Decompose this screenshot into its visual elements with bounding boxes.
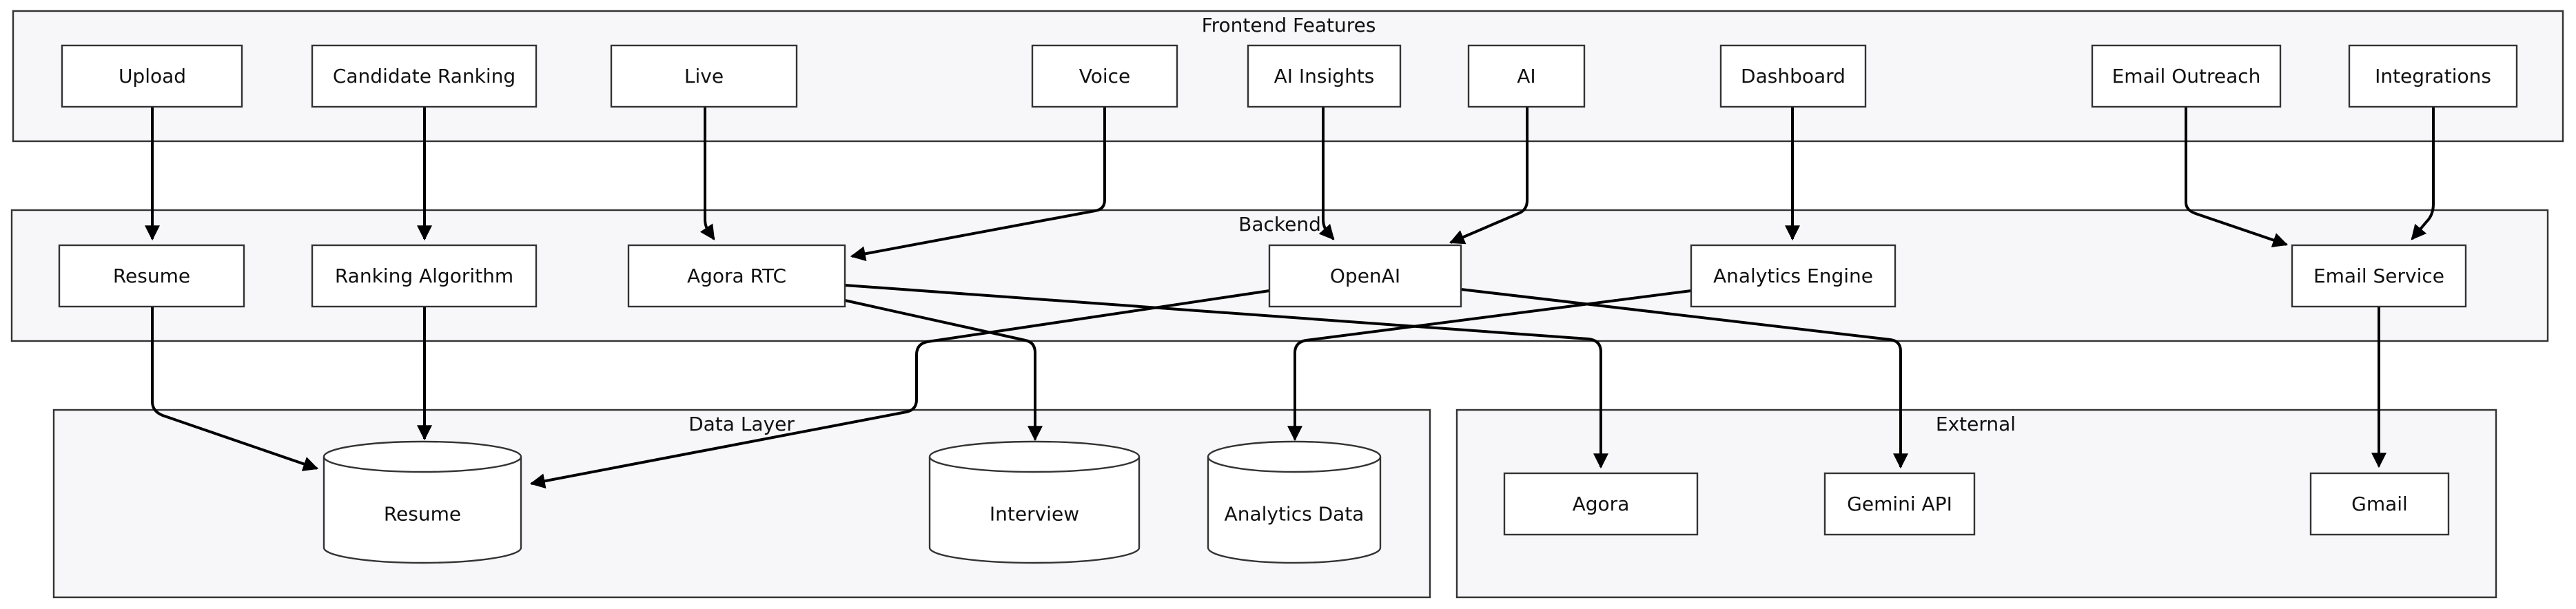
node-openai[interactable]: OpenAI — [1268, 244, 1462, 308]
node-candidate-ranking[interactable]: Candidate Ranking — [311, 44, 538, 108]
node-analytics-engine[interactable]: Analytics Engine — [1690, 244, 1897, 308]
external-title: External — [1936, 413, 2016, 435]
node-analytics-engine-label: Analytics Engine — [1713, 265, 1873, 287]
edge-analytics-engine-analytics-data — [1287, 289, 1692, 442]
node-upload[interactable]: Upload — [61, 44, 243, 108]
node-ai-label: AI — [1517, 65, 1535, 87]
node-backend-resume-label: Resume — [113, 265, 190, 287]
node-agora-box — [1503, 472, 1699, 536]
edge-openai-resume-db — [529, 289, 1270, 489]
db-analytics-data-label: Analytics Data — [1225, 503, 1364, 526]
db-resume[interactable]: Resume — [323, 440, 522, 564]
edge-email-outreach-email-service — [2185, 107, 2289, 248]
db-interview-label: Interview — [990, 503, 1079, 526]
edge-live-agora-rtc — [699, 107, 715, 240]
db-resume-label: Resume — [384, 503, 461, 526]
node-email-service-label: Email Service — [2313, 265, 2444, 287]
edge-ai-openai — [1449, 107, 1529, 245]
node-gmail-box — [2309, 472, 2450, 536]
node-gemini-api-box — [1823, 472, 1976, 536]
node-agora-label: Agora — [1573, 493, 1630, 515]
node-integrations-label: Integrations — [2375, 65, 2491, 87]
node-dashboard-label: Dashboard — [1741, 65, 1846, 87]
node-candidate-ranking-label: Candidate Ranking — [333, 65, 515, 87]
node-agora[interactable]: Agora — [1503, 472, 1699, 536]
node-integrations[interactable]: Integrations — [2348, 44, 2518, 108]
node-email-outreach-label: Email Outreach — [2112, 65, 2261, 87]
data-layer-title: Data Layer — [688, 413, 795, 435]
edges — [145, 107, 2435, 489]
edge-voice-agora-rtc — [850, 107, 1106, 262]
node-live[interactable]: Live — [610, 44, 798, 108]
node-gmail[interactable]: Gmail — [2309, 472, 2450, 536]
backend-title: Backend — [1238, 213, 1321, 236]
node-email-outreach[interactable]: Email Outreach — [2091, 44, 2282, 108]
edge-backend-resume-db — [151, 307, 319, 471]
node-dashboard[interactable]: Dashboard — [1719, 44, 1867, 108]
node-voice-label: Voice — [1079, 65, 1131, 87]
frontend-features-title: Frontend Features — [1202, 14, 1376, 37]
edge-agora-rtc-agora — [844, 284, 1608, 469]
edge-integrations-email-service — [2411, 107, 2435, 240]
edge-ai-insights-openai — [1318, 107, 1335, 240]
node-gemini-api[interactable]: Gemini API — [1823, 472, 1976, 536]
node-ai-insights-label: AI Insights — [1274, 65, 1375, 87]
edge-agora-rtc-interview — [844, 299, 1043, 442]
node-ai-insights[interactable]: AI Insights — [1247, 44, 1402, 108]
db-analytics-data[interactable]: Analytics Data — [1207, 440, 1382, 564]
edge-openai-gemini-api — [1460, 288, 1908, 469]
node-live-label: Live — [684, 65, 724, 87]
node-backend-resume[interactable]: Resume — [58, 244, 245, 308]
data-layer-group: Data Layer — [52, 409, 1431, 599]
db-interview[interactable]: Interview — [928, 440, 1141, 564]
node-ranking-algorithm-label: Ranking Algorithm — [335, 265, 513, 287]
node-agora-rtc-label: Agora RTC — [687, 265, 786, 287]
node-email-service[interactable]: Email Service — [2291, 244, 2467, 308]
node-upload-label: Upload — [119, 65, 186, 87]
node-gmail-label: Gmail — [2351, 493, 2408, 515]
node-openai-label: OpenAI — [1330, 265, 1400, 287]
node-agora-rtc[interactable]: Agora RTC — [627, 244, 846, 308]
node-ranking-algorithm[interactable]: Ranking Algorithm — [311, 244, 538, 308]
node-gemini-api-label: Gemini API — [1847, 493, 1952, 515]
node-ai[interactable]: AI — [1467, 44, 1586, 108]
node-voice[interactable]: Voice — [1031, 44, 1178, 108]
